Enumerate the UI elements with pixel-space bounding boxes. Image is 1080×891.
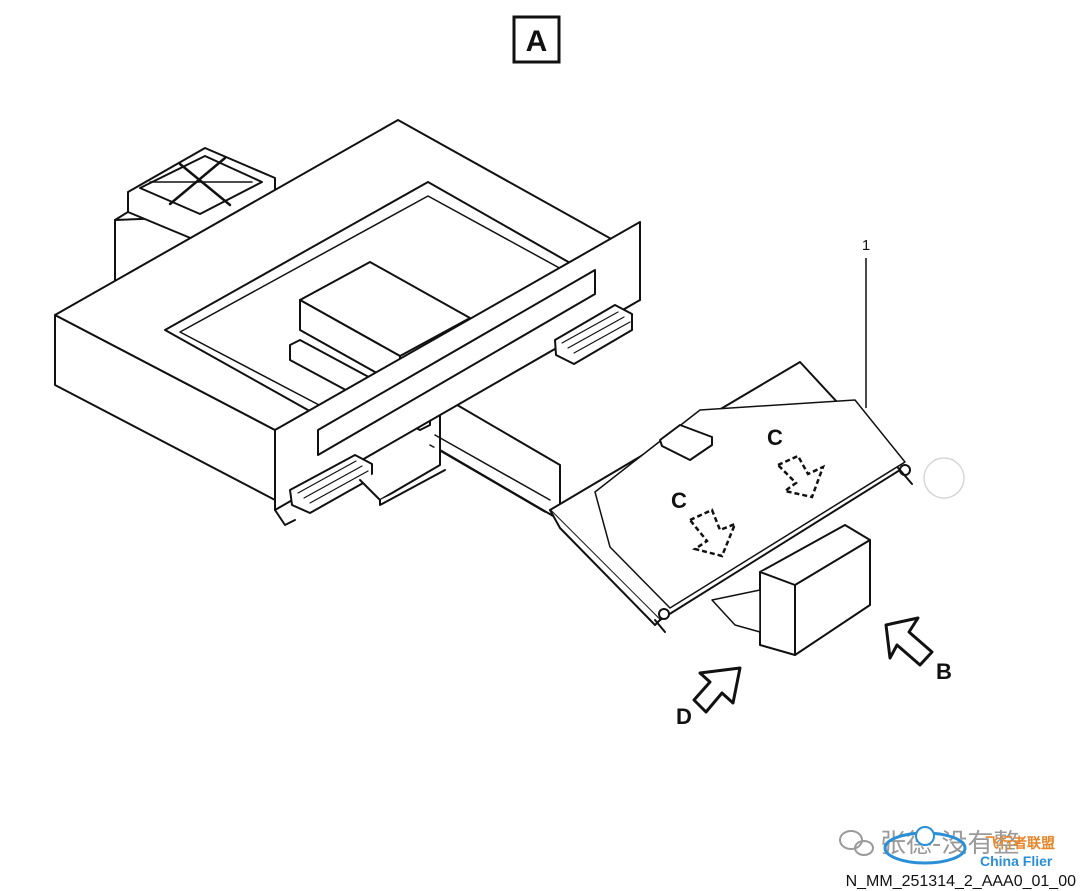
front-faceplate — [274, 221, 641, 526]
arrow-label-b: B — [936, 659, 952, 684]
reference-circle — [923, 457, 965, 499]
solid-arrow-d: D — [676, 666, 742, 729]
arrow-label-d: D — [676, 704, 692, 729]
view-label: A — [526, 25, 548, 58]
china-flier-logo-icon — [883, 826, 967, 865]
dashed-arrow-c-right: C — [767, 425, 826, 499]
arrow-label-c-left: C — [671, 488, 687, 513]
callout-number: 1 — [862, 237, 870, 254]
watermark-brand-latin: China Flier — [980, 853, 1053, 869]
wechat-icon — [839, 830, 874, 856]
arrow-label-c-right: C — [767, 425, 783, 450]
component-carrier — [549, 361, 913, 633]
watermark-brand-chinese: 飞行者联盟 — [985, 835, 1055, 852]
solid-arrow-b: B — [884, 616, 952, 684]
equipment-rack-drawing — [54, 119, 913, 656]
drawing-code: N_MM_251314_2_AAA0_01_00 — [846, 873, 1077, 890]
right-handle — [554, 304, 633, 365]
view-label-box: A — [512, 15, 561, 64]
lower-body — [359, 444, 446, 506]
dashed-arrow-c-left: C — [671, 488, 738, 558]
watermark: 张德-没有整 飞行者联盟 China Flier — [839, 826, 1055, 869]
motor-block — [711, 524, 871, 656]
callout-1: 1 — [862, 237, 870, 408]
